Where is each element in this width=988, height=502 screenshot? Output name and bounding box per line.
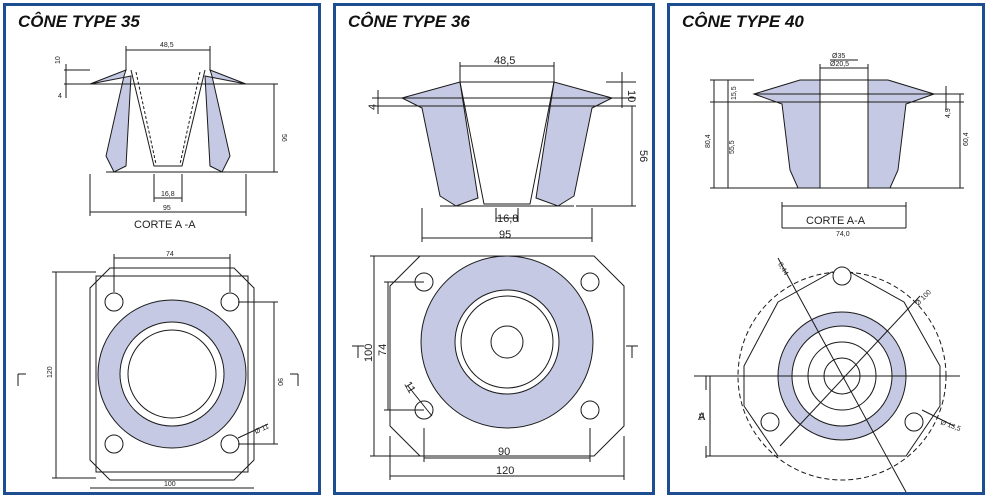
dim-mid-height: 55,5: [729, 140, 736, 154]
dim-top-width: 48,5: [160, 42, 174, 49]
dim-flange-thickness: 4,9: [945, 108, 952, 118]
rubber-section-right: [535, 81, 614, 207]
dim-inner-top: Ø20,5: [830, 61, 849, 68]
dim-right-height: 60,4: [963, 132, 970, 146]
dim-bolt-spacing: 74: [166, 251, 174, 258]
dim-width-total: 120: [496, 465, 514, 477]
panel-cone-type-36: CÔNE TYPE 36: [333, 3, 655, 495]
dim-lip: 4: [58, 93, 62, 100]
inner-cone-outline: [459, 81, 555, 205]
dim-outer-top: Ø35: [832, 53, 845, 60]
rubber-section-right: [204, 69, 247, 173]
dim-total-height: 100: [363, 344, 375, 362]
drawing-type-36: 48,5 10 4 56 16,8 95 100 74 11 90 120: [352, 55, 649, 480]
panel-cone-type-35: CÔNE TYPE 35: [3, 3, 321, 495]
dim-hole: Ø 13,5: [939, 419, 961, 433]
panel-title: CÔNE TYPE 40: [682, 12, 804, 31]
dim-flange: 10: [55, 56, 62, 64]
rubber-section-left: [752, 79, 821, 189]
dim-hole: 11: [401, 380, 417, 396]
section-marker: A: [698, 411, 706, 423]
dim-base: 95: [499, 229, 511, 241]
dim-width-total: 100: [164, 481, 176, 488]
dim-bolt-circle: Ø 100: [914, 289, 933, 308]
rubber-section-right: [867, 79, 936, 189]
dim-bolt-vertical: 90: [276, 378, 283, 386]
dim-base-width: 74,0: [836, 231, 850, 238]
base-plate-outline: [389, 255, 625, 457]
panel-title: CÔNE TYPE 36: [348, 12, 470, 31]
section-label: CORTE A-A: [806, 215, 866, 227]
rubber-section-left: [400, 81, 479, 207]
dim-flange-height: 15,5: [731, 86, 738, 100]
dim-bore: 16,8: [161, 191, 175, 198]
dim-bore: 16,8: [497, 213, 518, 225]
dim-height-total: 80,4: [705, 134, 712, 148]
drawing-type-35: 48,5 10 4 56 16,8 95 74 120 90 Ø 11 100 …: [17, 42, 299, 489]
dim-top-width: 48,5: [494, 55, 515, 67]
dim-offset: 51: [699, 412, 706, 420]
dim-height: 56: [280, 134, 287, 142]
inner-cone-outline: [130, 69, 206, 167]
panel-title: CÔNE TYPE 35: [18, 12, 140, 31]
dim-height: 56: [637, 150, 649, 162]
base-plate-chamfer: [89, 267, 255, 481]
dim-bolt-spacing: 74: [377, 344, 389, 356]
panel-cone-type-40: CÔNE TYPE 40: [667, 3, 985, 495]
base-plate-outline: [95, 275, 249, 473]
section-label: CORTE A -A: [134, 219, 196, 231]
dim-lip: 4: [367, 104, 379, 110]
dim-hole: Ø 11: [254, 423, 270, 436]
drawing-type-40: Ø35 Ø20,5 15,5 80,4 55,5 4,9 60,4 74,0 8…: [694, 53, 970, 492]
dim-base: 95: [163, 205, 171, 212]
dim-flange: 10: [625, 90, 637, 102]
dim-height-total: 120: [47, 366, 54, 378]
dim-bolt-horizontal: 90: [498, 446, 510, 458]
rubber-section-left: [89, 69, 132, 173]
